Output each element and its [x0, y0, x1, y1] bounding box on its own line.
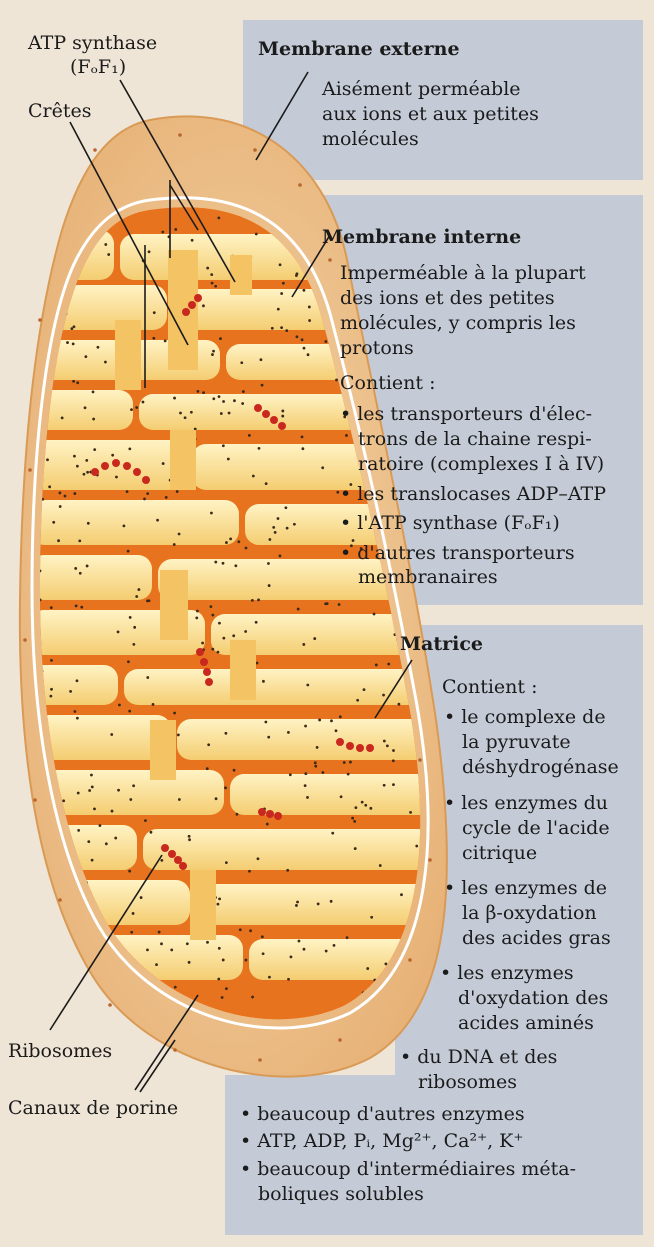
matrice-title: Matrice	[400, 633, 483, 656]
matrice-item: acides aminés	[458, 1012, 594, 1035]
matrice-item: beaucoup d'intermédiaires méta-	[240, 1158, 576, 1181]
matrice-item: la β-oxydation	[462, 902, 597, 925]
membrane-interne-item: les transporteurs d'élec-	[340, 403, 592, 426]
matrice-item: la pyruvate	[462, 731, 571, 754]
matrice-item: les enzymes	[440, 962, 574, 985]
membrane-interne-item: ratoire (complexes I à IV)	[358, 453, 604, 476]
membrane-externe-line: Aisément perméable	[322, 78, 521, 101]
label-atp-synthase-formula: (FₒF₁)	[70, 56, 126, 79]
label-canaux-porine: Canaux de porine	[8, 1097, 178, 1120]
label-atp-synthase: ATP synthase	[28, 32, 157, 55]
label-ribosomes: Ribosomes	[8, 1040, 112, 1063]
membrane-interne-line: molécules, y compris les	[340, 312, 576, 335]
matrice-item: cycle de l'acide	[462, 817, 610, 840]
leader-canaux-2	[140, 1040, 175, 1092]
membrane-externe-title: Membrane externe	[258, 38, 460, 61]
matrice-item: les enzymes du	[444, 792, 608, 815]
membrane-interne-line: protons	[340, 337, 414, 360]
matrice-item: le complexe de	[444, 706, 606, 729]
membrane-interne-item: l'ATP synthase (FₒF₁)	[340, 512, 560, 535]
membrane-interne-item: les translocases ADP–ATP	[340, 483, 606, 506]
matrice-item: les enzymes de	[444, 877, 607, 900]
matrice-item: déshydrogénase	[462, 756, 619, 779]
membrane-interne-item: membranaires	[358, 566, 498, 589]
membrane-interne-line: Imperméable à la plupart	[340, 262, 586, 285]
matrice-item: du DNA et des	[400, 1046, 557, 1069]
membrane-interne-item: d'autres transporteurs	[340, 542, 575, 565]
label-cretes: Crêtes	[28, 100, 92, 123]
matrice-item: boliques solubles	[258, 1183, 424, 1206]
membrane-externe-line: molécules	[322, 128, 419, 151]
matrice-item: citrique	[462, 842, 537, 865]
matrice-item: beaucoup d'autres enzymes	[240, 1103, 525, 1126]
matrice-contient: Contient :	[442, 676, 537, 699]
membrane-interne-title: Membrane interne	[322, 226, 521, 249]
membrane-interne-contient: Contient :	[340, 372, 435, 395]
matrice-item: ATP, ADP, Pᵢ, Mg²⁺, Ca²⁺, K⁺	[240, 1130, 523, 1153]
membrane-externe-line: aux ions et aux petites	[322, 103, 539, 126]
matrice-item: ribosomes	[418, 1071, 517, 1094]
matrice-item: des acides gras	[462, 927, 611, 950]
membrane-interne-item: trons de la chaine respi-	[358, 428, 592, 451]
membrane-interne-line: des ions et des petites	[340, 287, 555, 310]
matrice-item: d'oxydation des	[458, 987, 608, 1010]
